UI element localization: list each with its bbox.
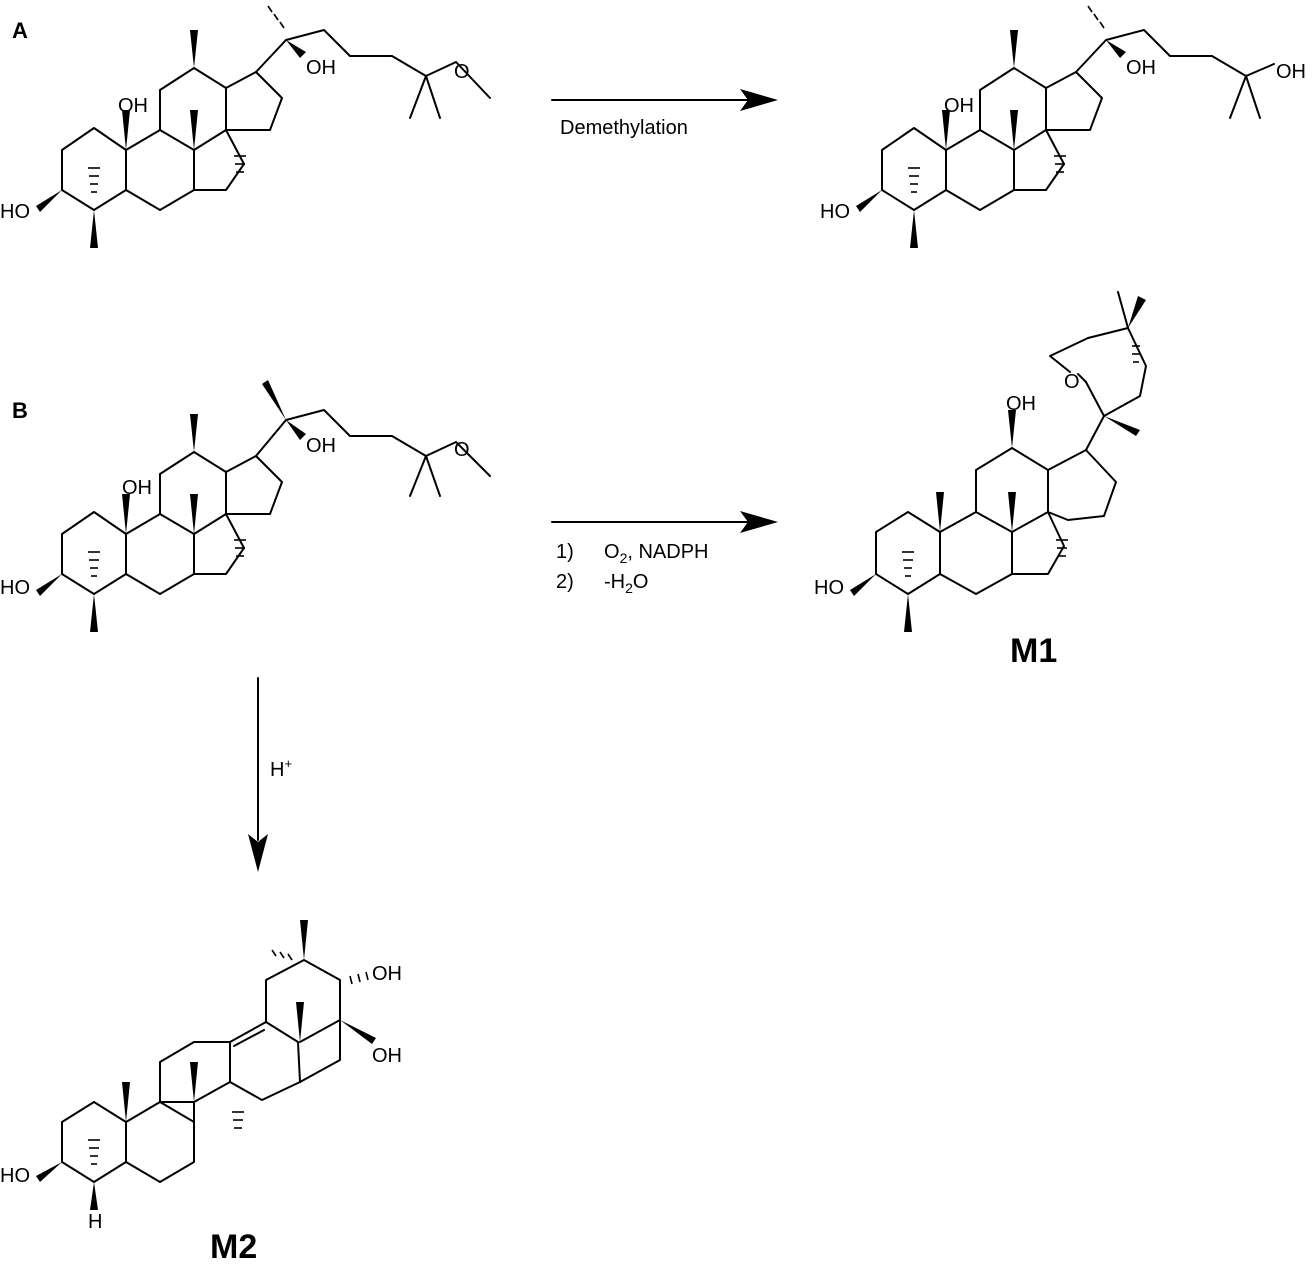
atom-ho: HO: [0, 201, 30, 223]
atom-oh: OH: [118, 95, 148, 117]
atom-o: O: [454, 439, 470, 461]
molecule-m1: O OH HO M1: [814, 291, 1147, 670]
arrow-acid: H+: [248, 677, 292, 872]
product-label-m2: M2: [210, 1228, 257, 1264]
reaction-label-demethylation: Demethylation: [560, 117, 688, 139]
arrow-demethylation: Demethylation: [551, 89, 778, 139]
step1-number: 1): [556, 541, 574, 563]
atom-o: O: [454, 61, 470, 83]
atom-ho: HO: [0, 577, 30, 599]
step1-reagent: O2, NADPH: [604, 541, 708, 566]
atom-oh: OH: [1006, 393, 1036, 415]
molecule-a-product: OH OH HO OH: [820, 5, 1306, 248]
product-label-m1: M1: [1010, 632, 1057, 670]
atom-oh: OH: [1276, 61, 1306, 83]
atom-ho: HO: [814, 577, 844, 599]
panel-a-label: A: [12, 18, 28, 43]
reaction-label-acid: H+: [270, 756, 292, 781]
atom-ho: HO: [820, 201, 850, 223]
atom-oh: OH: [372, 1045, 402, 1067]
atom-h: H: [88, 1211, 102, 1233]
molecule-b-reactant: OH OH HO O: [0, 380, 491, 632]
atom-oh: OH: [306, 57, 336, 79]
atom-oh: OH: [1126, 57, 1156, 79]
atom-ho: HO: [0, 1165, 30, 1187]
atom-oh: OH: [944, 95, 974, 117]
molecule-m2: OH OH HO H M2: [0, 920, 402, 1264]
arrow-oxidation: 1) O2, NADPH 2) -H2O: [551, 511, 778, 596]
step2-reagent: -H2O: [604, 571, 648, 596]
atom-oh: OH: [372, 963, 402, 985]
atom-o: O: [1064, 371, 1080, 393]
panel-b-label: B: [12, 398, 28, 423]
molecule-a-reactant: OH OH HO O: [0, 5, 491, 248]
atom-oh: OH: [122, 477, 152, 499]
atom-oh: OH: [306, 435, 336, 457]
step2-number: 2): [556, 571, 574, 593]
